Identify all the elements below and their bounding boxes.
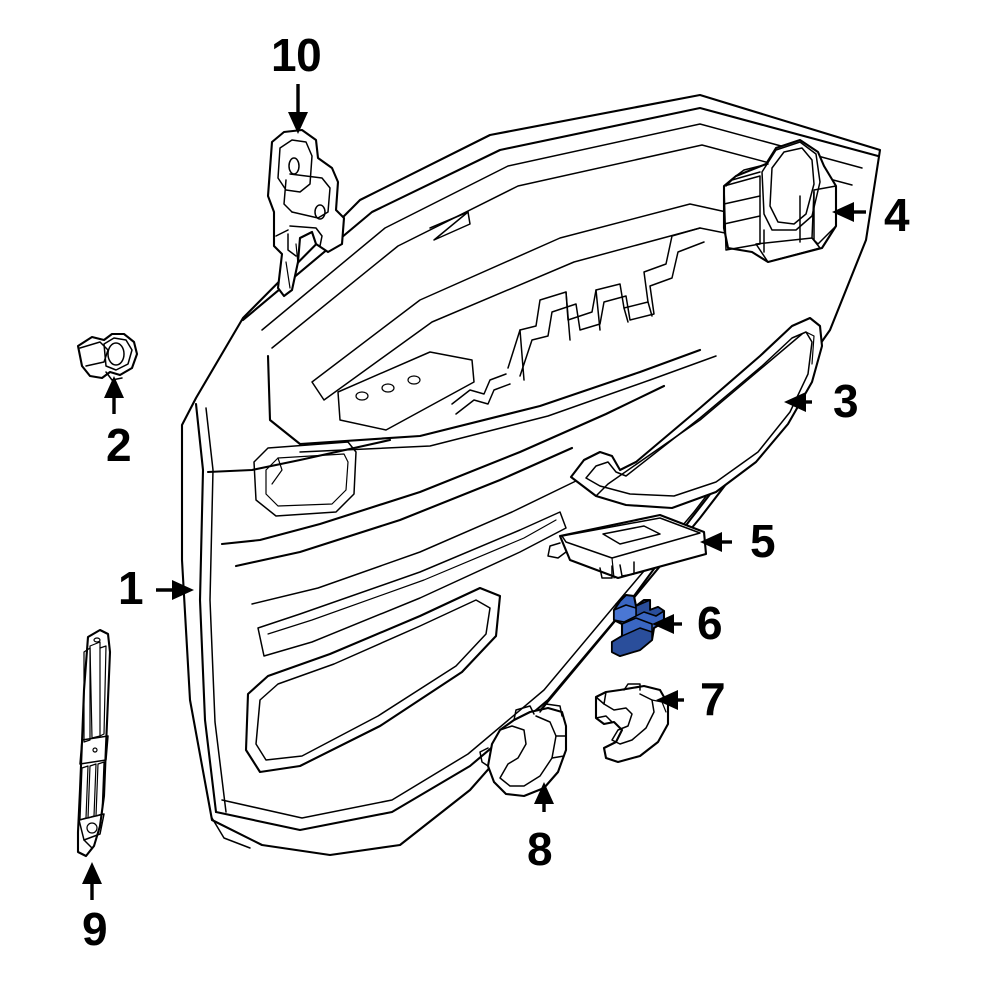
leader-3 — [784, 392, 812, 412]
leader-7 — [656, 690, 684, 710]
callout-label-3[interactable]: 3 — [833, 375, 859, 427]
callout-label-1[interactable]: 1 — [118, 562, 144, 614]
part-handle-end-cap-right[interactable] — [594, 683, 670, 764]
callout-label-7[interactable]: 7 — [700, 673, 726, 725]
leader-9 — [82, 862, 102, 900]
leader-10 — [288, 84, 308, 134]
part-switch-bezel-cover[interactable] — [547, 513, 708, 580]
leader-2 — [104, 376, 124, 414]
callout-label-4[interactable]: 4 — [884, 189, 910, 241]
callout-label-5[interactable]: 5 — [750, 515, 776, 567]
leader-6 — [652, 614, 682, 634]
callout-label-6[interactable]: 6 — [697, 597, 723, 649]
switch-bezel-cutouts — [451, 227, 705, 415]
leader-1 — [156, 580, 194, 600]
callout-label-2[interactable]: 2 — [106, 419, 132, 471]
leader-5 — [700, 532, 732, 552]
part-door-trim-panel[interactable] — [180, 93, 882, 857]
part-armrest[interactable] — [569, 316, 824, 510]
leader-8 — [534, 782, 554, 812]
part-mounting-bracket[interactable] — [266, 128, 346, 298]
part-retainer-clip[interactable] — [76, 332, 139, 381]
callout-label-9[interactable]: 9 — [82, 903, 108, 955]
part-handle-end-cap-left[interactable] — [479, 703, 568, 798]
part-window-switch[interactable] — [722, 138, 838, 264]
callout-label-8[interactable]: 8 — [527, 823, 553, 875]
part-retaining-bracket-highlighted[interactable] — [610, 593, 666, 658]
leader-4 — [832, 202, 866, 222]
callout-label-10[interactable]: 10 — [271, 29, 322, 81]
part-side-trim-garnish[interactable] — [76, 628, 112, 858]
